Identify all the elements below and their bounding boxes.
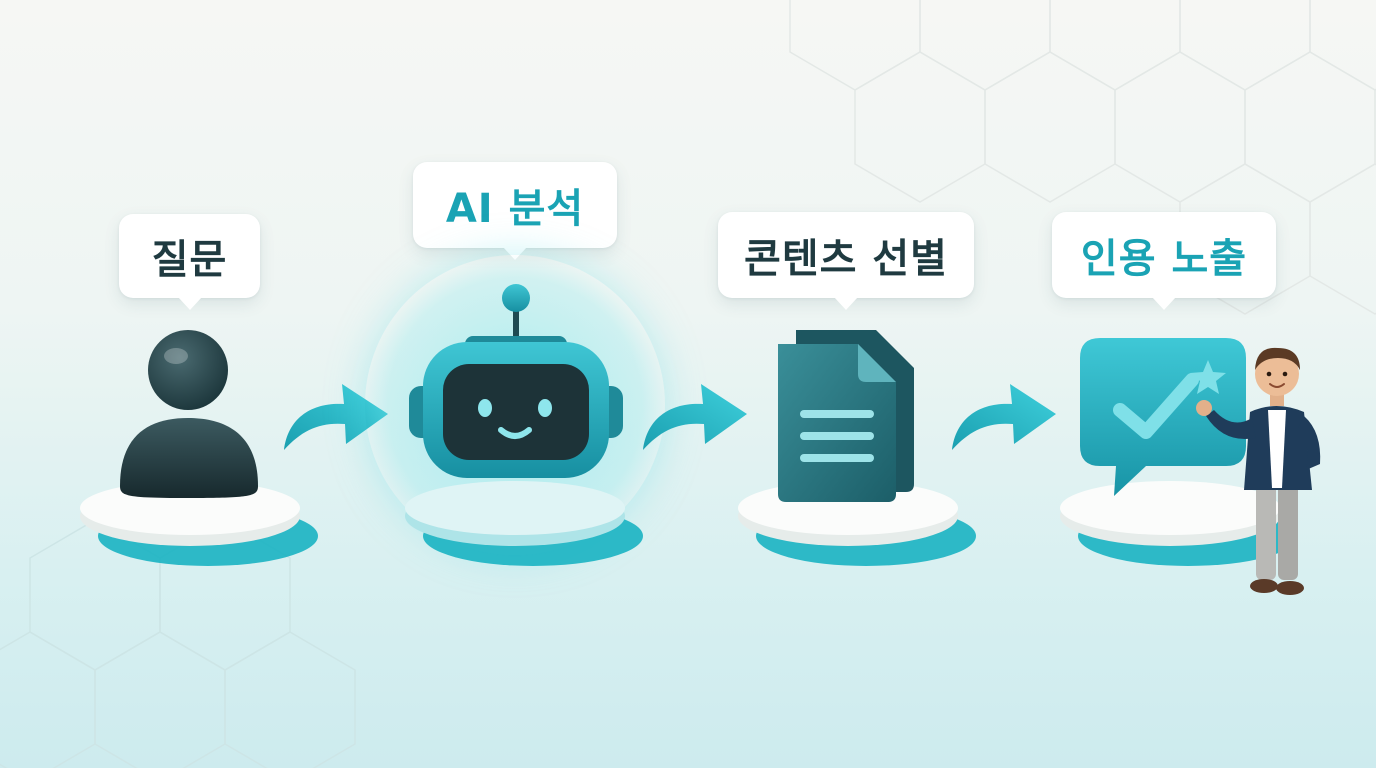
platform-ai-analysis [405, 481, 643, 566]
robot-icon [409, 284, 623, 478]
arrow-right-icon [284, 384, 388, 450]
step-label-ai-analysis: AI 분석 [413, 162, 617, 260]
chat-check-icon [1080, 338, 1246, 496]
presenter-figure [1196, 347, 1321, 595]
documents-icon [778, 330, 914, 502]
user-icon [120, 330, 258, 498]
step-label-citation-exposure: 인용 노출 [1052, 212, 1276, 310]
arrow-right-icon [952, 384, 1056, 450]
step-label-content-selection: 콘텐츠 선별 [718, 212, 974, 310]
arrow-right-icon [643, 384, 747, 450]
step-label-question: 질문 [119, 214, 260, 310]
